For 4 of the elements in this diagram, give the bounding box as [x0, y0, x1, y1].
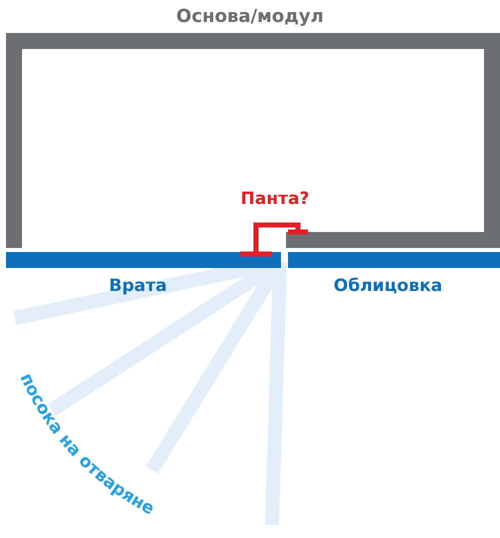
door-label: Врата — [109, 278, 167, 295]
hinge-label: Панта? — [240, 191, 310, 208]
base-label: Основа/модул — [176, 8, 324, 26]
facing-label: Облицовка — [334, 278, 442, 295]
